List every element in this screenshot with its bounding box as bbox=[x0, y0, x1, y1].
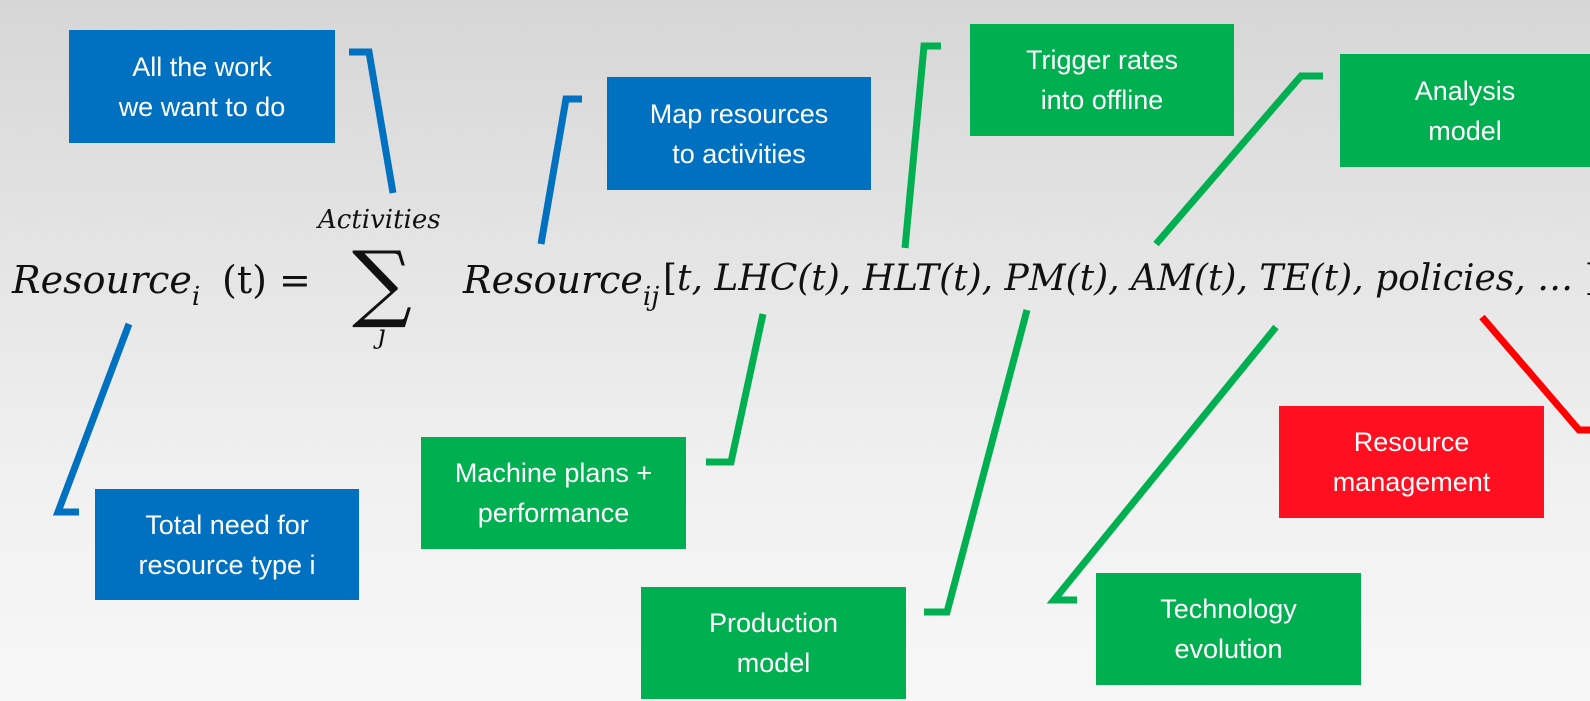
sum-upper-limit: Activities bbox=[318, 205, 441, 235]
leader-analysis-model bbox=[1153, 72, 1323, 247]
leader-trigger-rates bbox=[901, 42, 941, 249]
equation-lhs-arg: (t) = bbox=[222, 258, 311, 302]
box-total-need: Total need for resource type i bbox=[95, 489, 359, 600]
leader-all-work bbox=[349, 48, 397, 194]
box-trigger-rates: Trigger rates into offline bbox=[970, 24, 1234, 136]
box-all-work: All the work we want to do bbox=[69, 30, 335, 143]
sum-symbol: ∑ bbox=[352, 233, 412, 331]
lhs-subscript: i bbox=[191, 282, 201, 312]
box-analysis-model: Analysis model bbox=[1340, 54, 1590, 167]
leader-production-model bbox=[924, 309, 1031, 616]
lhs-base: Resource bbox=[12, 258, 192, 302]
equation-rhs: Resourceij bbox=[463, 258, 659, 312]
sum-lower-limit: j bbox=[378, 320, 387, 350]
box-map-resources: Map resources to activities bbox=[607, 77, 871, 190]
equation-arguments: [t, LHC(t), HLT(t), PM(t), AM(t), TE(t),… bbox=[663, 258, 1590, 299]
box-technology-evolution: Technology evolution bbox=[1096, 573, 1361, 685]
leader-resource-management bbox=[1479, 314, 1590, 434]
equation-lhs: Resourcei bbox=[12, 258, 200, 312]
leader-map-resources bbox=[537, 95, 582, 245]
leader-technology-evolution bbox=[1046, 324, 1279, 604]
box-resource-management: Resource management bbox=[1279, 406, 1544, 518]
bracket-open: [ bbox=[663, 258, 678, 299]
rhs-subscript: ij bbox=[642, 282, 660, 312]
leader-machine-plans bbox=[706, 313, 767, 466]
bracket-close: ] bbox=[1585, 258, 1590, 299]
box-production-model: Production model bbox=[641, 587, 906, 699]
leader-total-need bbox=[52, 322, 133, 516]
argument-list: t, LHC(t), HLT(t), PM(t), AM(t), TE(t), … bbox=[677, 258, 1585, 299]
rhs-base: Resource bbox=[463, 258, 643, 302]
box-machine-plans: Machine plans + performance bbox=[421, 437, 686, 549]
